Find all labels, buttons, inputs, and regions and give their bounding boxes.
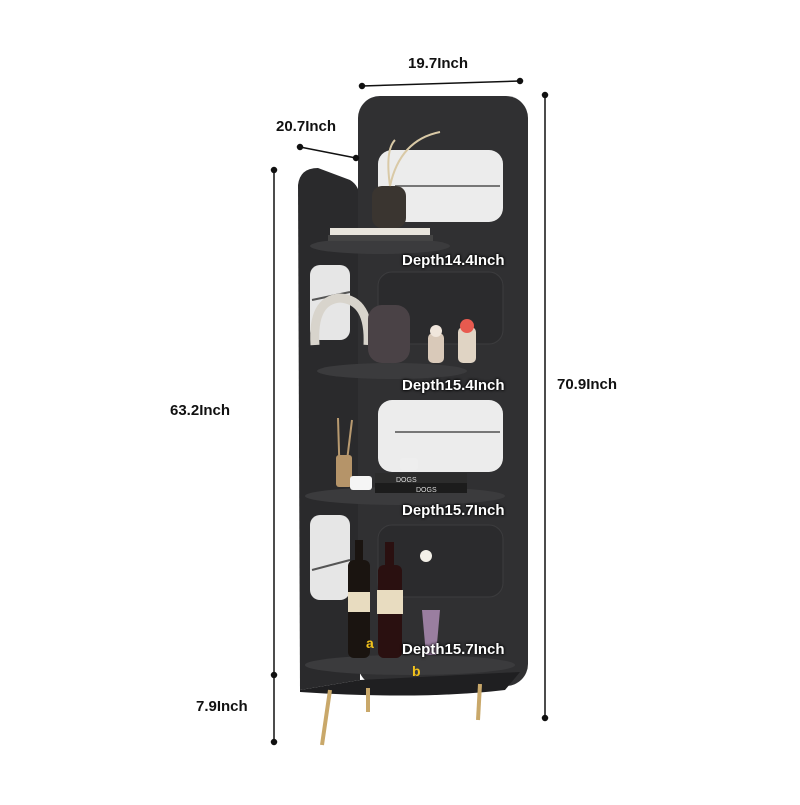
book-spine: DOGS [416, 487, 437, 494]
side-width-dimension-label: 20.7Inch [276, 118, 337, 135]
shelf-depth-label: Depth15.7Inch [402, 641, 505, 658]
shelf-depth-label: Depth15.7Inch [402, 502, 505, 519]
total-height-dimension-label: 70.9Inch [557, 376, 618, 393]
shelf-depth-label: Depth14.4Inch [402, 252, 505, 269]
dimension-lines [270, 77, 549, 746]
shelf [317, 363, 467, 379]
logo-letter: b [412, 663, 421, 679]
leg [320, 689, 332, 746]
leg [476, 683, 482, 721]
side-height-dimension-label: 63.2Inch [170, 402, 231, 419]
book-spine: DOGS [396, 477, 417, 484]
width-dimension-label: 19.7Inch [408, 55, 469, 72]
logo-letter: a [366, 635, 374, 651]
shelf-depth-label: Depth15.4Inch [402, 377, 505, 394]
leg-height-dimension-label: 7.9Inch [196, 698, 248, 715]
cutout-window [378, 400, 503, 472]
shelf [305, 655, 515, 675]
shelf [310, 238, 450, 254]
